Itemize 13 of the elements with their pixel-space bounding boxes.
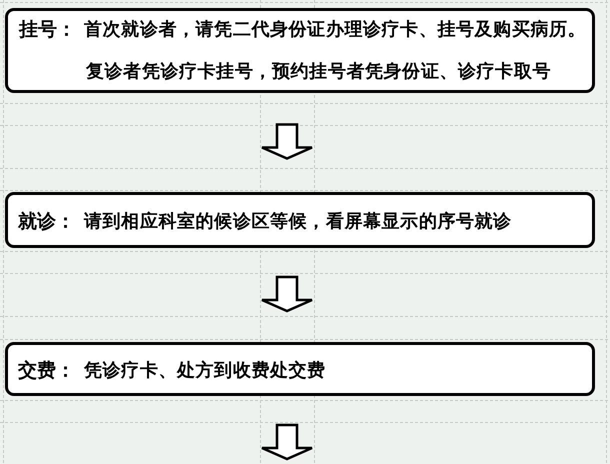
- step-description: 首次就诊者，请凭二代身份证办理诊疗卡、挂号及购买病历。: [84, 19, 586, 41]
- process-box: [5, 342, 595, 396]
- step-description: 凭诊疗卡、处方到收费处交费: [84, 360, 326, 382]
- process-box: [5, 192, 595, 248]
- step-title: 挂号：: [19, 18, 76, 42]
- step-description: 复诊者凭诊疗卡挂号，预约挂号者凭身份证、诊疗卡取号: [86, 61, 551, 83]
- step-description: 请到相应科室的候诊区等候，看屏幕显示的序号就诊: [84, 211, 512, 233]
- block-arrow: [260, 424, 314, 460]
- step-title: 交费：: [18, 360, 75, 382]
- block-arrow: [260, 276, 314, 312]
- process-box: [5, 8, 595, 93]
- step-title: 就诊：: [18, 210, 75, 234]
- block-arrow: [260, 123, 314, 160]
